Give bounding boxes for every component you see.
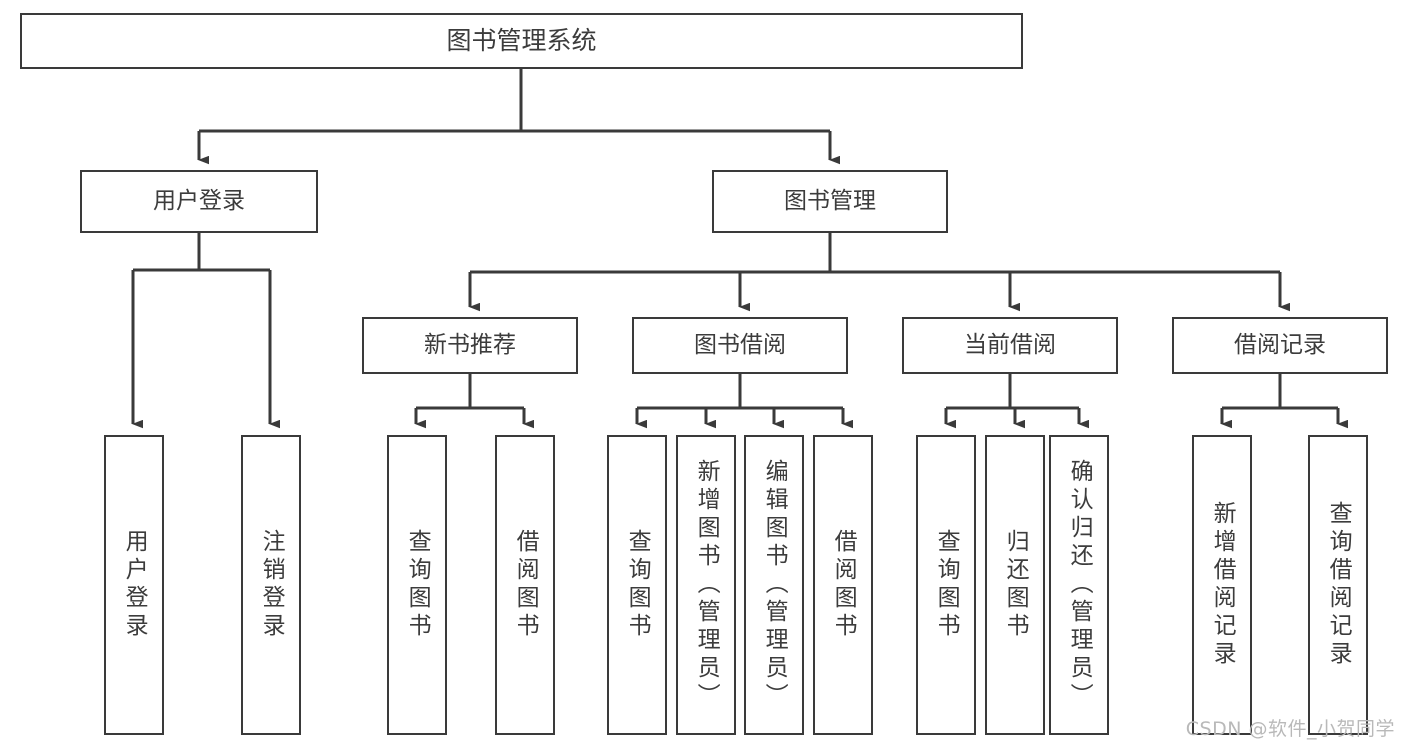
node-leaf-user-login-signout-label: 注销登录	[258, 529, 285, 641]
node-user-login[interactable]: 用户登录	[80, 170, 318, 233]
node-root-label: 图书管理系统	[446, 25, 597, 55]
node-book-borrow[interactable]: 图书借阅	[632, 317, 848, 374]
node-leaf-book-borrow-borrow-label: 借阅图书	[830, 529, 857, 641]
node-leaf-borrow-record-add[interactable]: 新增借阅记录	[1192, 435, 1252, 735]
node-book-borrow-label: 图书借阅	[694, 332, 786, 359]
node-leaf-borrow-record-query-label: 查询借阅记录	[1325, 501, 1352, 669]
node-leaf-book-borrow-query-label: 查询图书	[624, 529, 651, 641]
node-leaf-current-borrow-confirm-return-label: 确认归还（管理员）	[1066, 459, 1093, 711]
node-leaf-book-borrow-query[interactable]: 查询图书	[607, 435, 667, 735]
node-leaf-borrow-record-add-label: 新增借阅记录	[1209, 501, 1236, 669]
node-leaf-current-borrow-return-label: 归还图书	[1002, 529, 1029, 641]
node-leaf-current-borrow-query-label: 查询图书	[933, 529, 960, 641]
node-book-management[interactable]: 图书管理	[712, 170, 948, 233]
node-leaf-new-book-query-label: 查询图书	[404, 529, 431, 641]
node-leaf-user-login-signout[interactable]: 注销登录	[241, 435, 301, 735]
node-book-management-label: 图书管理	[784, 188, 876, 215]
node-leaf-book-borrow-edit[interactable]: 编辑图书（管理员）	[744, 435, 804, 735]
node-user-login-label: 用户登录	[153, 188, 245, 215]
node-leaf-current-borrow-return[interactable]: 归还图书	[985, 435, 1045, 735]
node-leaf-borrow-record-query[interactable]: 查询借阅记录	[1308, 435, 1368, 735]
node-leaf-new-book-borrow-label: 借阅图书	[512, 529, 539, 641]
node-leaf-new-book-query[interactable]: 查询图书	[387, 435, 447, 735]
node-borrow-record-label: 借阅记录	[1234, 332, 1326, 359]
node-leaf-book-borrow-add-label: 新增图书（管理员）	[693, 459, 720, 711]
node-current-borrow[interactable]: 当前借阅	[902, 317, 1118, 374]
node-root-book-management-system[interactable]: 图书管理系统	[20, 13, 1023, 69]
node-new-book-recommend[interactable]: 新书推荐	[362, 317, 578, 374]
node-leaf-book-borrow-borrow[interactable]: 借阅图书	[813, 435, 873, 735]
node-leaf-current-borrow-confirm-return[interactable]: 确认归还（管理员）	[1049, 435, 1109, 735]
node-leaf-user-login-signin[interactable]: 用户登录	[104, 435, 164, 735]
csdn-watermark: CSDN @软件_小贺同学	[1185, 718, 1395, 740]
node-leaf-user-login-signin-label: 用户登录	[121, 529, 148, 641]
node-borrow-record[interactable]: 借阅记录	[1172, 317, 1388, 374]
node-leaf-book-borrow-add[interactable]: 新增图书（管理员）	[676, 435, 736, 735]
node-leaf-current-borrow-query[interactable]: 查询图书	[916, 435, 976, 735]
node-current-borrow-label: 当前借阅	[964, 332, 1056, 359]
node-new-book-recommend-label: 新书推荐	[424, 332, 516, 359]
node-leaf-book-borrow-edit-label: 编辑图书（管理员）	[761, 459, 788, 711]
node-leaf-new-book-borrow[interactable]: 借阅图书	[495, 435, 555, 735]
